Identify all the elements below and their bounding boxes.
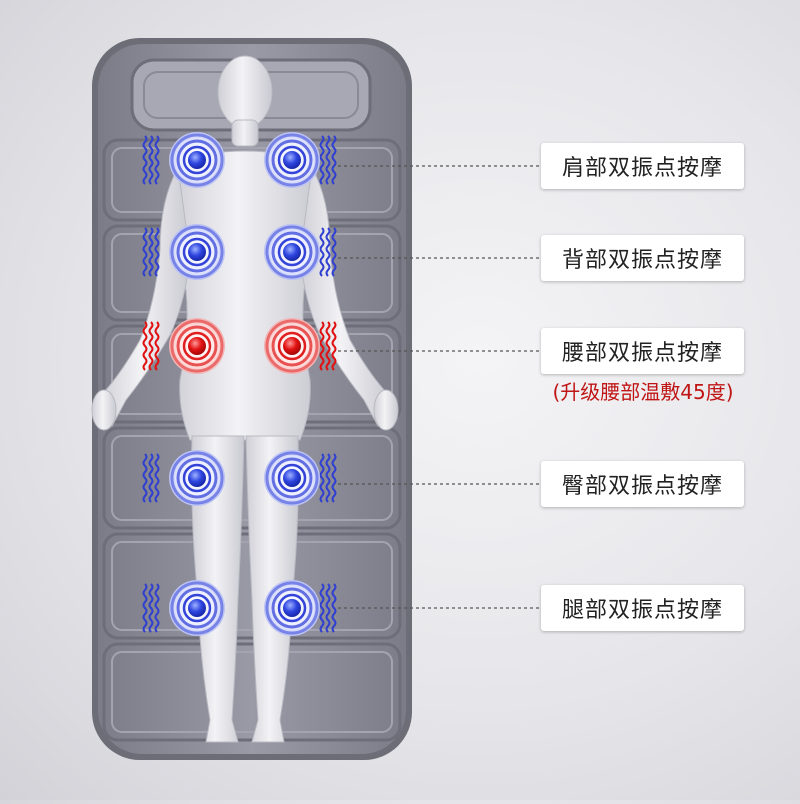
node-left-hip <box>169 450 225 506</box>
node-right-back <box>264 224 320 280</box>
node-left-shoulder <box>169 132 225 188</box>
node-left-waist <box>169 318 225 374</box>
wave-left-shoulder <box>142 135 160 185</box>
zone-label-hip: 臀部双振点按摩 <box>541 461 744 507</box>
zone-label-shoulder: 肩部双振点按摩 <box>541 143 744 189</box>
wave-left-leg <box>142 583 160 633</box>
wave-right-waist <box>319 321 337 371</box>
wave-left-waist <box>142 321 160 371</box>
zone-label-leg: 腿部双振点按摩 <box>541 585 744 631</box>
node-left-leg <box>169 580 225 636</box>
massage-nodes <box>142 132 337 636</box>
node-right-shoulder <box>264 132 320 188</box>
wave-right-shoulder <box>319 135 337 185</box>
wave-right-hip <box>319 453 337 503</box>
wave-right-leg <box>319 583 337 633</box>
wave-left-back <box>142 227 160 277</box>
node-right-leg <box>264 580 320 636</box>
node-right-waist <box>264 318 320 374</box>
node-left-back <box>169 224 225 280</box>
wave-right-back <box>319 227 337 277</box>
wave-left-hip <box>142 453 160 503</box>
node-right-hip <box>264 450 320 506</box>
zone-label-back: 背部双振点按摩 <box>541 235 744 281</box>
zone-note-waist-heat: (升级腰部温敷45度) <box>552 379 734 404</box>
leader-lines <box>338 165 541 609</box>
zone-label-waist: 腰部双振点按摩 <box>541 328 744 374</box>
